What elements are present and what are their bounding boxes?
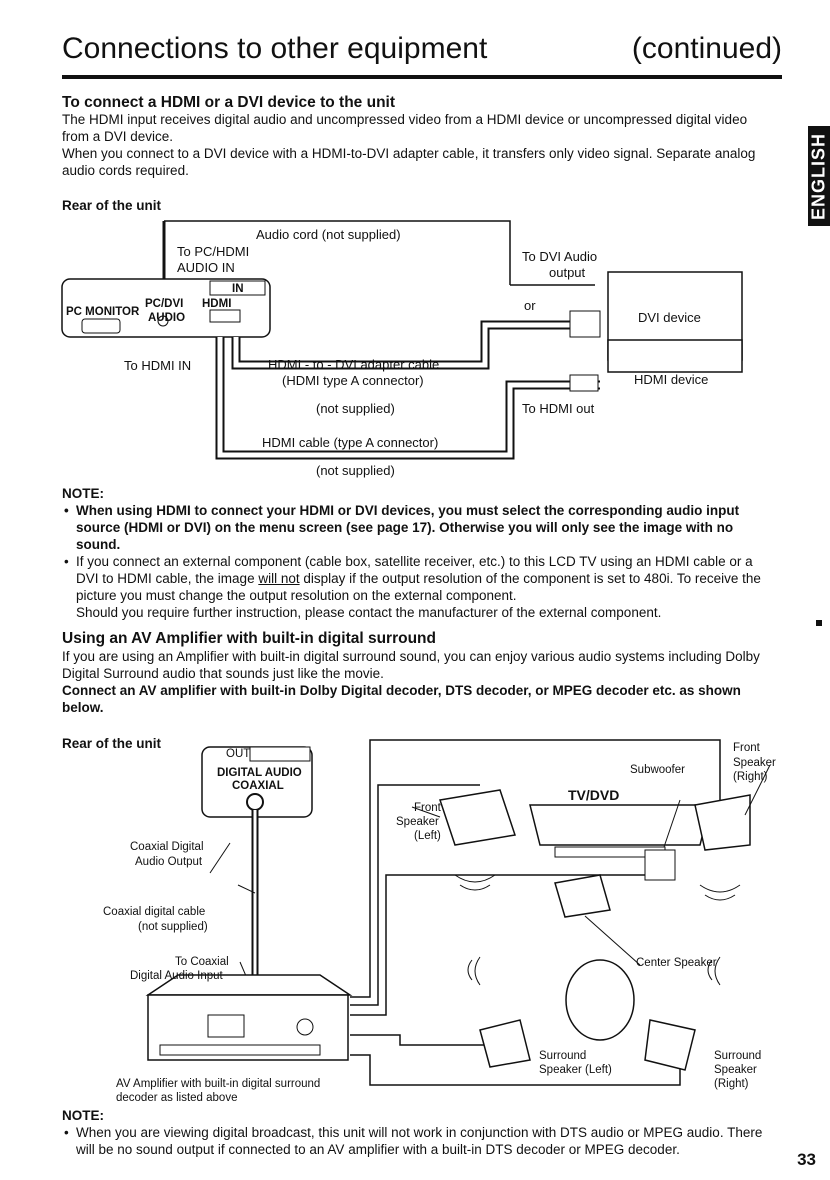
coaxial-digital-label: Coaxial Digital <box>130 841 204 853</box>
hdmi-device-box <box>607 339 743 373</box>
page-title-continued: (continued) <box>631 32 782 65</box>
center-speaker <box>554 874 611 918</box>
hdmi-dvi-diagram <box>61 220 743 460</box>
section1-para1: The HDMI input receives digital audio an… <box>62 112 748 144</box>
pc-monitor-label: PC MONITOR <box>66 306 140 318</box>
audio-in-label: AUDIO IN <box>177 260 235 275</box>
front-right-speaker <box>694 794 751 851</box>
or-label: or <box>524 298 536 313</box>
hdmi-connector-icon <box>569 374 599 392</box>
surround-right-label-1: Surround <box>714 1050 762 1062</box>
pc-dvi-label: PC/DVI <box>145 298 184 310</box>
subwoofer-label: Subwoofer <box>630 764 685 776</box>
section2-para: If you are using an Amplifier with built… <box>62 649 760 681</box>
note2-bullet: When you are viewing digital broadcast, … <box>62 1124 774 1158</box>
output-label: output <box>549 265 586 280</box>
rear-label-2: Rear of the unit <box>62 736 162 751</box>
surround-left-label-2: Speaker (Left) <box>539 1064 612 1076</box>
section1-para2: When you connect to a DVI device with a … <box>62 146 756 178</box>
tv-dvd-label: TV/DVD <box>568 787 620 803</box>
surround-left-label-1: Surround <box>539 1050 587 1062</box>
adapter-cable-label: HDMI - to - DVI adapter cable <box>268 357 440 372</box>
front-left-label-2: Speaker <box>396 816 439 828</box>
digital-audio-input-label: Digital Audio Input <box>130 970 223 982</box>
section2-bold-para: Connect an AV amplifier with built-in Do… <box>62 683 741 715</box>
front-left-label-1: Front <box>414 802 441 814</box>
to-dvi-audio-label: To DVI Audio <box>522 249 598 264</box>
coax-cable-label: Coaxial digital cable <box>103 906 206 918</box>
type-a-label: (HDMI type A connector) <box>282 373 424 388</box>
margin-marker <box>816 620 822 626</box>
to-pc-hdmi-label: To PC/HDMI <box>177 244 250 259</box>
front-left-label-3: (Left) <box>414 830 441 842</box>
not-supplied-2-label: (not supplied) <box>316 463 395 478</box>
hdmi-device-label: HDMI device <box>634 372 709 387</box>
note1-bullet1: When using HDMI to connect your HDMI or … <box>62 502 774 553</box>
surround-right-label-2: Speaker <box>714 1064 757 1076</box>
rear-label-1: Rear of the unit <box>62 198 162 213</box>
note1-bullet2-c: Should you require further instruction, … <box>76 605 662 620</box>
listener-icon <box>565 959 635 1041</box>
to-coaxial-label: To Coaxial <box>175 956 229 968</box>
front-right-label-3: (Right) <box>733 771 768 783</box>
av-amp-label-1: AV Amplifier with built-in digital surro… <box>116 1078 321 1090</box>
audio-output-label: Audio Output <box>135 856 203 868</box>
audio-port-label: AUDIO <box>148 312 186 324</box>
surround-left-speaker <box>479 1019 531 1068</box>
title-rule <box>62 75 782 79</box>
coax-not-supplied-label: (not supplied) <box>138 921 208 933</box>
note1-bullet2: If you connect an external component (ca… <box>62 553 774 621</box>
front-right-label-1: Front <box>733 742 760 754</box>
note1-bullet2-underline: will not <box>258 571 300 586</box>
in-badge: IN <box>232 283 244 295</box>
front-right-label-2: Speaker <box>733 757 776 769</box>
language-tab: ENGLISH <box>808 126 830 226</box>
section1-heading: To connect a HDMI or a DVI device to the… <box>62 94 396 111</box>
note1-list: When using HDMI to connect your HDMI or … <box>62 502 774 621</box>
digital-audio-label: DIGITAL AUDIO <box>217 767 302 779</box>
note1-label: NOTE: <box>62 486 104 501</box>
note2-list: When you are viewing digital broadcast, … <box>62 1124 774 1158</box>
audio-cord-label: Audio cord (not supplied) <box>256 227 401 242</box>
surround-right-label-3: (Right) <box>714 1078 749 1090</box>
page-number: 33 <box>797 1150 816 1169</box>
page-title: Connections to other equipment <box>62 32 488 65</box>
front-left-speaker <box>439 789 516 846</box>
dvi-device-label: DVI device <box>638 310 701 325</box>
section2-heading: Using an AV Amplifier with built-in digi… <box>62 630 436 647</box>
to-hdmi-in-label: To HDMI IN <box>124 358 192 373</box>
to-hdmi-out-label: To HDMI out <box>522 401 595 416</box>
hdmi-logo: HDMI <box>202 298 232 310</box>
hdmi-port-icon <box>209 309 241 323</box>
hdmi-cable-label: HDMI cable (type A connector) <box>262 435 439 450</box>
av-amplifier-diagram <box>145 739 771 1086</box>
note2-label: NOTE: <box>62 1108 104 1123</box>
subwoofer-icon <box>644 849 676 881</box>
note1-bullet2-a: If you connect an external component (ca… <box>76 554 753 586</box>
av-amp-label-2: decoder as listed above <box>116 1092 238 1104</box>
not-supplied-1-label: (not supplied) <box>316 401 395 416</box>
out-badge: OUT <box>226 748 251 760</box>
dvi-connector-icon <box>569 310 601 338</box>
note1-bullet2-b: display if the output resolution of the … <box>76 571 761 603</box>
audio-jack-icon <box>157 315 169 327</box>
center-speaker-label: Center Speaker <box>636 957 717 969</box>
surround-right-speaker <box>644 1019 696 1071</box>
vga-port-icon <box>81 318 121 334</box>
coaxial-label: COAXIAL <box>232 780 284 792</box>
tv-icon <box>529 804 711 846</box>
